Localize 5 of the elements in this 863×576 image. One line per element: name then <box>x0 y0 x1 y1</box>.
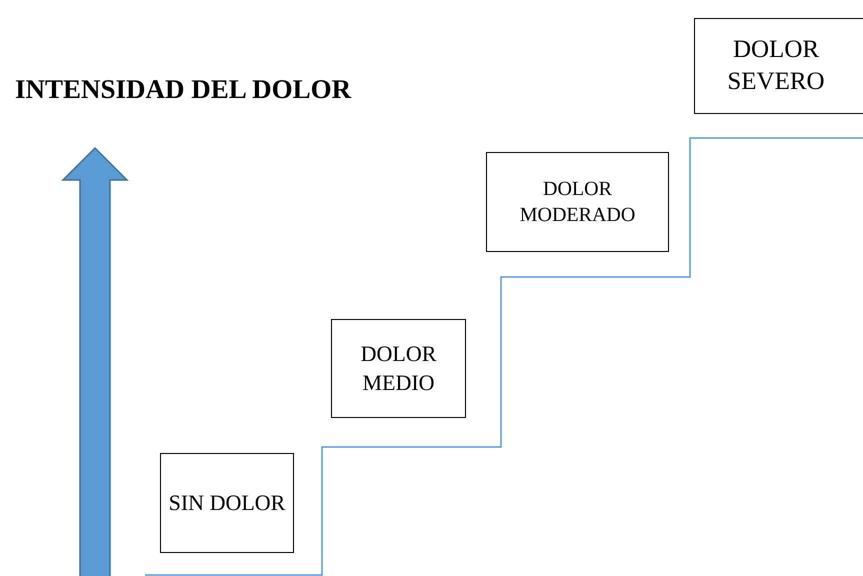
pain-level-box: DOLOR SEVERO <box>694 18 863 114</box>
pain-level-box: DOLOR MEDIO <box>331 319 466 418</box>
pain-level-box: DOLOR MODERADO <box>486 152 669 252</box>
pain-level-box: SIN DOLOR <box>160 453 294 553</box>
diagram-title: INTENSIDAD DEL DOLOR <box>15 74 352 105</box>
